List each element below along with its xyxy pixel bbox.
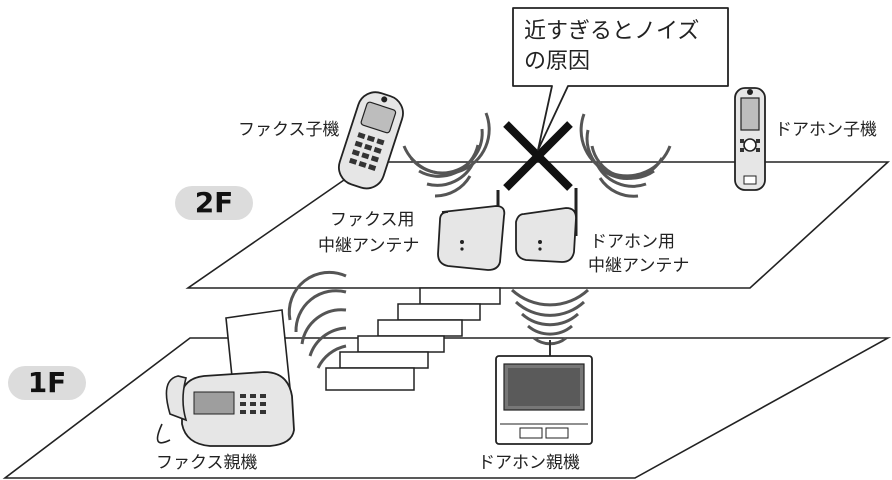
floor-badge-1f: 1F [8,366,86,400]
wave-fax-base [287,270,347,369]
fax-base-unit [156,309,295,447]
wave-door-base [510,288,590,346]
label-fax-base: ファクス親機 [156,453,258,473]
label-fax-repeater-1: ファクス用 [330,210,415,230]
label-door-repeater-1: ドアホン用 [590,232,675,252]
label-door-handset: ドアホン子機 [775,120,877,140]
label-door-base: ドアホン親機 [478,453,580,473]
door-repeater [515,188,578,263]
callout-bubble [512,7,729,151]
wave-fax-handset [402,112,491,198]
door-base-monitor [495,355,593,445]
fax-handset [338,91,404,190]
staircase [325,287,501,391]
label-door-repeater-2: 中継アンテナ [588,256,690,276]
floor-1f-plane [2,337,892,479]
floor-badge-2f: 2F [175,186,253,220]
door-handset [734,87,766,191]
callout-line-1: 近すぎるとノイズ [524,19,700,44]
noise-cross-mark [503,121,573,191]
fax-repeater [437,190,506,271]
callout-line-2: の原因 [524,49,591,74]
label-fax-handset: ファクス子機 [238,120,340,140]
wave-door-handset [579,113,672,198]
label-fax-repeater-2: 中継アンテナ [318,236,420,256]
